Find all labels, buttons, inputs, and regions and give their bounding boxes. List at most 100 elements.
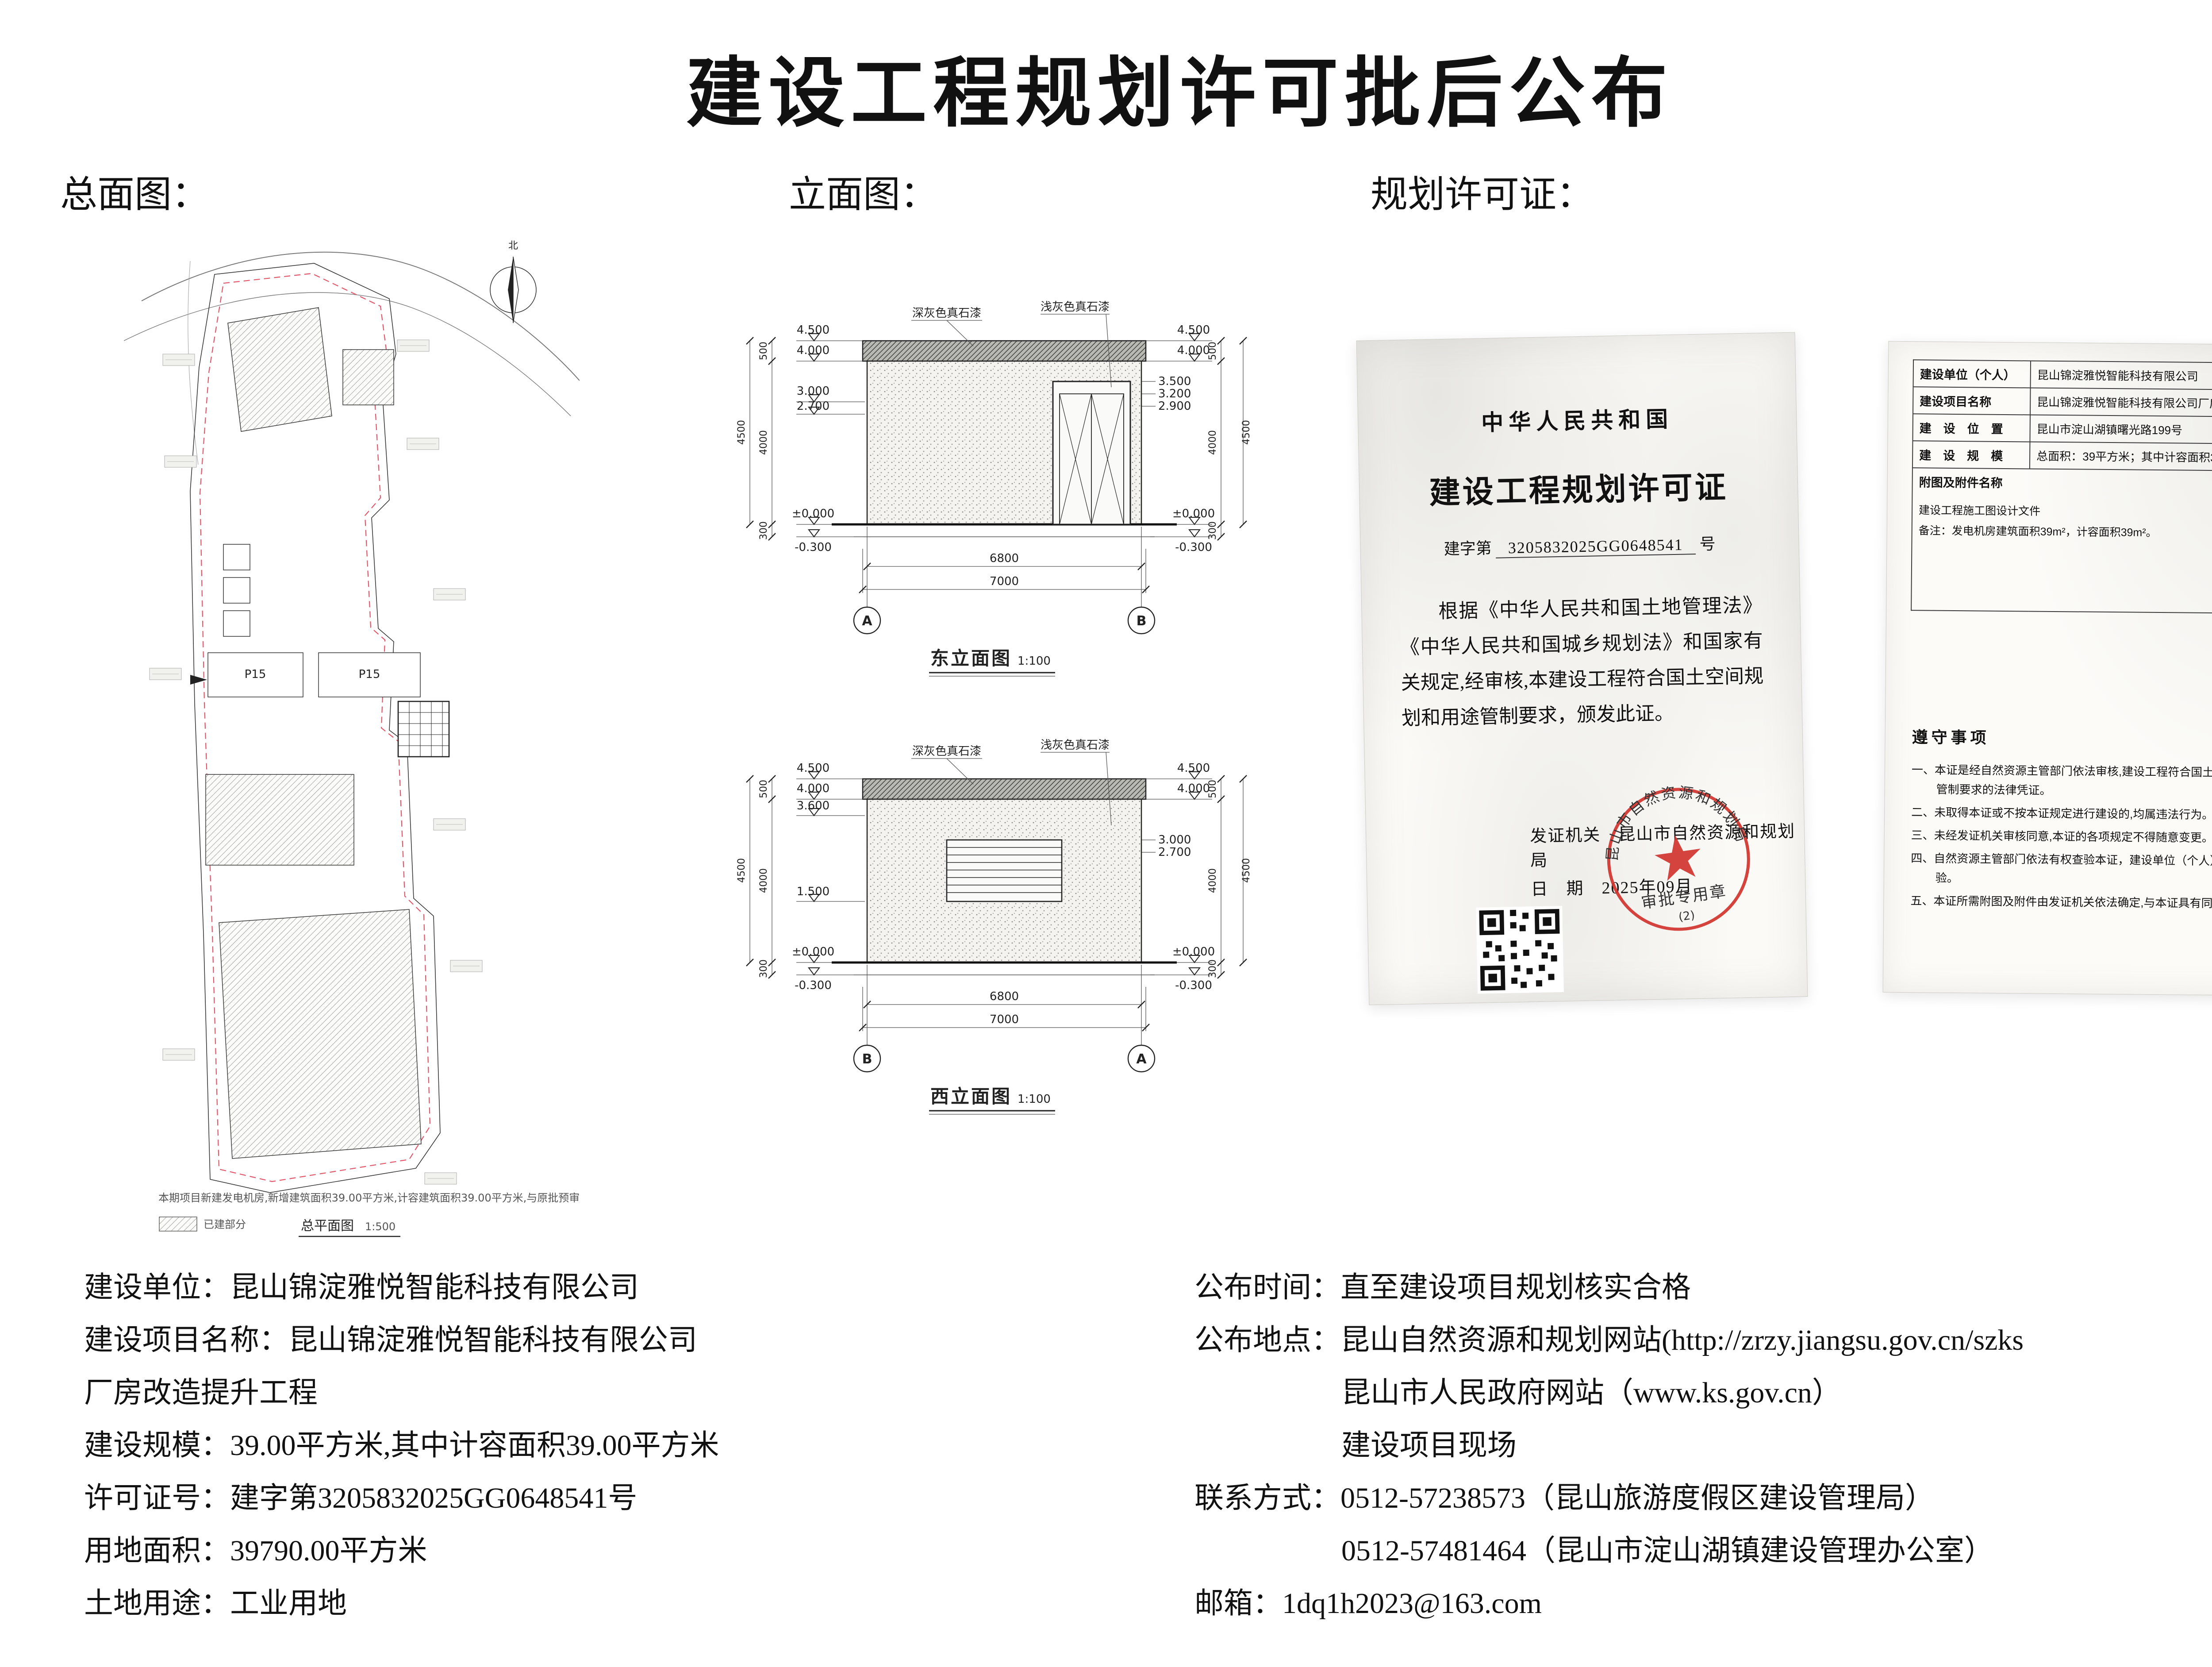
planning-permit-certificate: 中华人民共和国 建设工程规划许可证 建字第 3205832025GG064854… xyxy=(1356,332,1808,1005)
level-zero: ±0.000 xyxy=(792,507,834,520)
row-value: 昆山市淀山湖镇曙光路199号 xyxy=(2030,415,2212,444)
callout-boxes xyxy=(149,339,483,1185)
row-value: 昆山锦淀雅悦智能科技有限公司 xyxy=(2030,361,2212,390)
roof-coping xyxy=(862,340,1147,362)
width-dim-7000: 7000 xyxy=(990,575,1019,588)
siteplan-caption-scale: 1:500 xyxy=(365,1220,396,1233)
elevation-section-label: 立面图： xyxy=(789,174,938,216)
attachments-cell: 附图及附件名称 建设工程施工图设计文件 备注：发电机房建筑面积39m²，计容面积… xyxy=(1911,468,2212,614)
door-dim-3200: 3.200 xyxy=(1158,387,1191,400)
vdim-4000: 4000 xyxy=(758,868,769,893)
official-red-stamp: 昆山市自然资源和规划局 审批专用章 (2) xyxy=(1594,774,1752,931)
elevation-scale: 1:100 xyxy=(1018,654,1051,668)
cert-title: 建设工程规划许可证 xyxy=(1429,470,1728,510)
publication-info-block: 公布时间：直至建设项目规划核实合格 公布地点：昆山自然资源和规划网站(http:… xyxy=(1194,1261,2024,1630)
level-zero: ±0.000 xyxy=(792,945,834,959)
cert-date-label: 日 期 xyxy=(1531,879,1584,899)
north-label: 北 xyxy=(508,240,518,251)
level-zero-r: ±0.000 xyxy=(1172,507,1215,520)
level-neg300-r: -0.300 xyxy=(1175,979,1212,992)
permit-detail-sheet: 建设单位（个人） 昆山锦淀雅悦智能科技有限公司 建设项目名称 昆山锦淀雅悦智能科… xyxy=(1882,341,2212,997)
cert-no-value: 3205832025GG0648541 xyxy=(1495,535,1696,558)
level-4000: 4.000 xyxy=(797,344,830,357)
row-label: 建 设 规 模 xyxy=(1912,441,2030,469)
permit-section-label: 规划许可证： xyxy=(1371,174,1594,216)
info-line: 公布时间：直至建设项目规划核实合格 xyxy=(1194,1271,1691,1304)
grid-bubble-b xyxy=(853,1044,881,1073)
grid-bubble-a xyxy=(853,606,881,635)
grid-mark-left: B xyxy=(862,1051,872,1067)
info-line: 用地面积：39790.00平方米 xyxy=(84,1535,427,1567)
attachments-line-2: 备注：发电机房建筑面积39m²，计容面积39m²。 xyxy=(1918,524,2157,539)
louver-dim-3000: 3.000 xyxy=(1158,833,1191,847)
level-zero-r: ±0.000 xyxy=(1172,945,1215,959)
level-4500-r: 4.500 xyxy=(1177,762,1210,775)
width-dim-6800: 6800 xyxy=(990,552,1019,565)
vdim-300-r: 300 xyxy=(1207,959,1218,978)
row-value: 昆山锦淀雅悦智能科技有限公司厂房改造提升工程 xyxy=(2030,388,2212,417)
level-neg300: -0.300 xyxy=(795,541,832,554)
page-title: 建设工程规划许可批后公布 xyxy=(686,52,1674,136)
existing-buildings xyxy=(205,307,422,1159)
info-line: 建设项目现场 xyxy=(1341,1429,1517,1462)
vdim-4500-r: 4500 xyxy=(1241,420,1252,445)
info-line: 联系方式：0512-57238573（昆山旅游度假区建设管理局） xyxy=(1194,1482,1934,1514)
new-generator-room xyxy=(397,701,450,758)
rule-item: 一、本证是经自然资源主管部门依法审核,建设工程符合国土空间规划和用途管制要求的法… xyxy=(1911,763,2212,797)
stamp-title-text: 审批专用章 xyxy=(1640,882,1728,912)
rule-item: 二、未取得本证或不按本证规定进行建设的,均属违法行为。 xyxy=(1911,805,2212,822)
level-neg300-r: -0.300 xyxy=(1175,541,1212,554)
finish-dark-label: 深灰色真石漆 xyxy=(912,307,981,320)
rule-item: 五、本证所需附图及附件由发证机关依法确定,与本证具有同等法律效力。 xyxy=(1910,894,2212,911)
siteplan-caption: 总平面图 xyxy=(301,1218,354,1234)
cert-body-text: 根据《中华人民共和国土地管理法》《中华人民共和国城乡规划法》和国家有关规定,经审… xyxy=(1400,594,1764,729)
rules-title: 遵守事项 xyxy=(1912,728,1990,747)
door-dim-2900: 2.900 xyxy=(1158,400,1191,413)
level-4000-r: 4.000 xyxy=(1177,782,1210,795)
legend-built-label: 已建部分 xyxy=(204,1218,246,1231)
entrance-arrow-icon xyxy=(190,675,207,685)
table-row: 建 设 位 置 昆山市淀山湖镇曙光路199号 xyxy=(1912,414,2212,444)
rules-list: 一、本证是经自然资源主管部门依法审核,建设工程符合国土空间规划和用途管制要求的法… xyxy=(1910,760,2212,917)
project-info-block: 建设单位：昆山锦淀雅悦智能科技有限公司 建设项目名称：昆山锦淀雅悦智能科技有限公… xyxy=(84,1261,719,1630)
width-dim-7000: 7000 xyxy=(990,1013,1019,1026)
grid-bubble-b xyxy=(1127,606,1156,635)
elevation-title: 东立面图 xyxy=(930,647,1012,669)
level-4500-r: 4.500 xyxy=(1177,323,1210,337)
vdim-4000-r: 4000 xyxy=(1207,868,1218,893)
vdim-500-r: 500 xyxy=(1207,780,1218,798)
stamp-sub-text: (2) xyxy=(1678,909,1696,924)
louver-vent xyxy=(946,839,1063,902)
info-line: 昆山市人民政府网站（www.ks.gov.cn） xyxy=(1341,1377,1841,1409)
legend-built-swatch xyxy=(159,1217,197,1232)
east-elevation-drawing: 深灰色真石漆 浅灰色真石漆 4.500 4.000 3.000 2.700 ±0… xyxy=(736,300,1252,677)
finish-leaders xyxy=(911,752,1112,826)
elevation-title: 西立面图 xyxy=(930,1086,1012,1107)
vdim-500-r: 500 xyxy=(1207,342,1218,360)
cert-no-suffix: 号 xyxy=(1699,535,1716,553)
vdim-500: 500 xyxy=(758,780,769,798)
finish-dark-label: 深灰色真石漆 xyxy=(912,745,981,758)
row-value: 总面积：39平方米；其中计容面积39平方米。 xyxy=(2029,442,2212,471)
vdim-300-r: 300 xyxy=(1207,521,1218,540)
vdim-4500: 4500 xyxy=(736,858,747,883)
elevation-scale: 1:100 xyxy=(1018,1093,1051,1106)
finish-light-label: 浅灰色真石漆 xyxy=(1041,300,1110,314)
vdim-300: 300 xyxy=(758,959,769,978)
row-label: 建 设 位 置 xyxy=(1912,414,2030,442)
info-line: 土地用途：工业用地 xyxy=(84,1587,347,1620)
table-row: 建设单位（个人） 昆山锦淀雅悦智能科技有限公司 xyxy=(1913,360,2212,390)
level-4500: 4.500 xyxy=(797,762,830,775)
door xyxy=(1052,381,1131,525)
finish-leaders xyxy=(911,314,1112,388)
attachments-label: 附图及附件名称 xyxy=(1919,476,2003,490)
level-4000: 4.000 xyxy=(797,782,830,795)
rule-item: 三、未经发证机关审核同意,本证的各项规定不得随意变更。 xyxy=(1911,828,2212,845)
level-3600: 3.600 xyxy=(797,799,830,812)
north-compass-icon: 北 xyxy=(490,240,537,323)
row-label: 建设项目名称 xyxy=(1913,387,2031,415)
p15-label-left: P15 xyxy=(245,668,266,681)
level-4000-r: 4.000 xyxy=(1177,344,1210,357)
grid-mark-left: A xyxy=(862,613,872,629)
attachments-line-1: 建设工程施工图设计文件 xyxy=(1918,504,2041,518)
